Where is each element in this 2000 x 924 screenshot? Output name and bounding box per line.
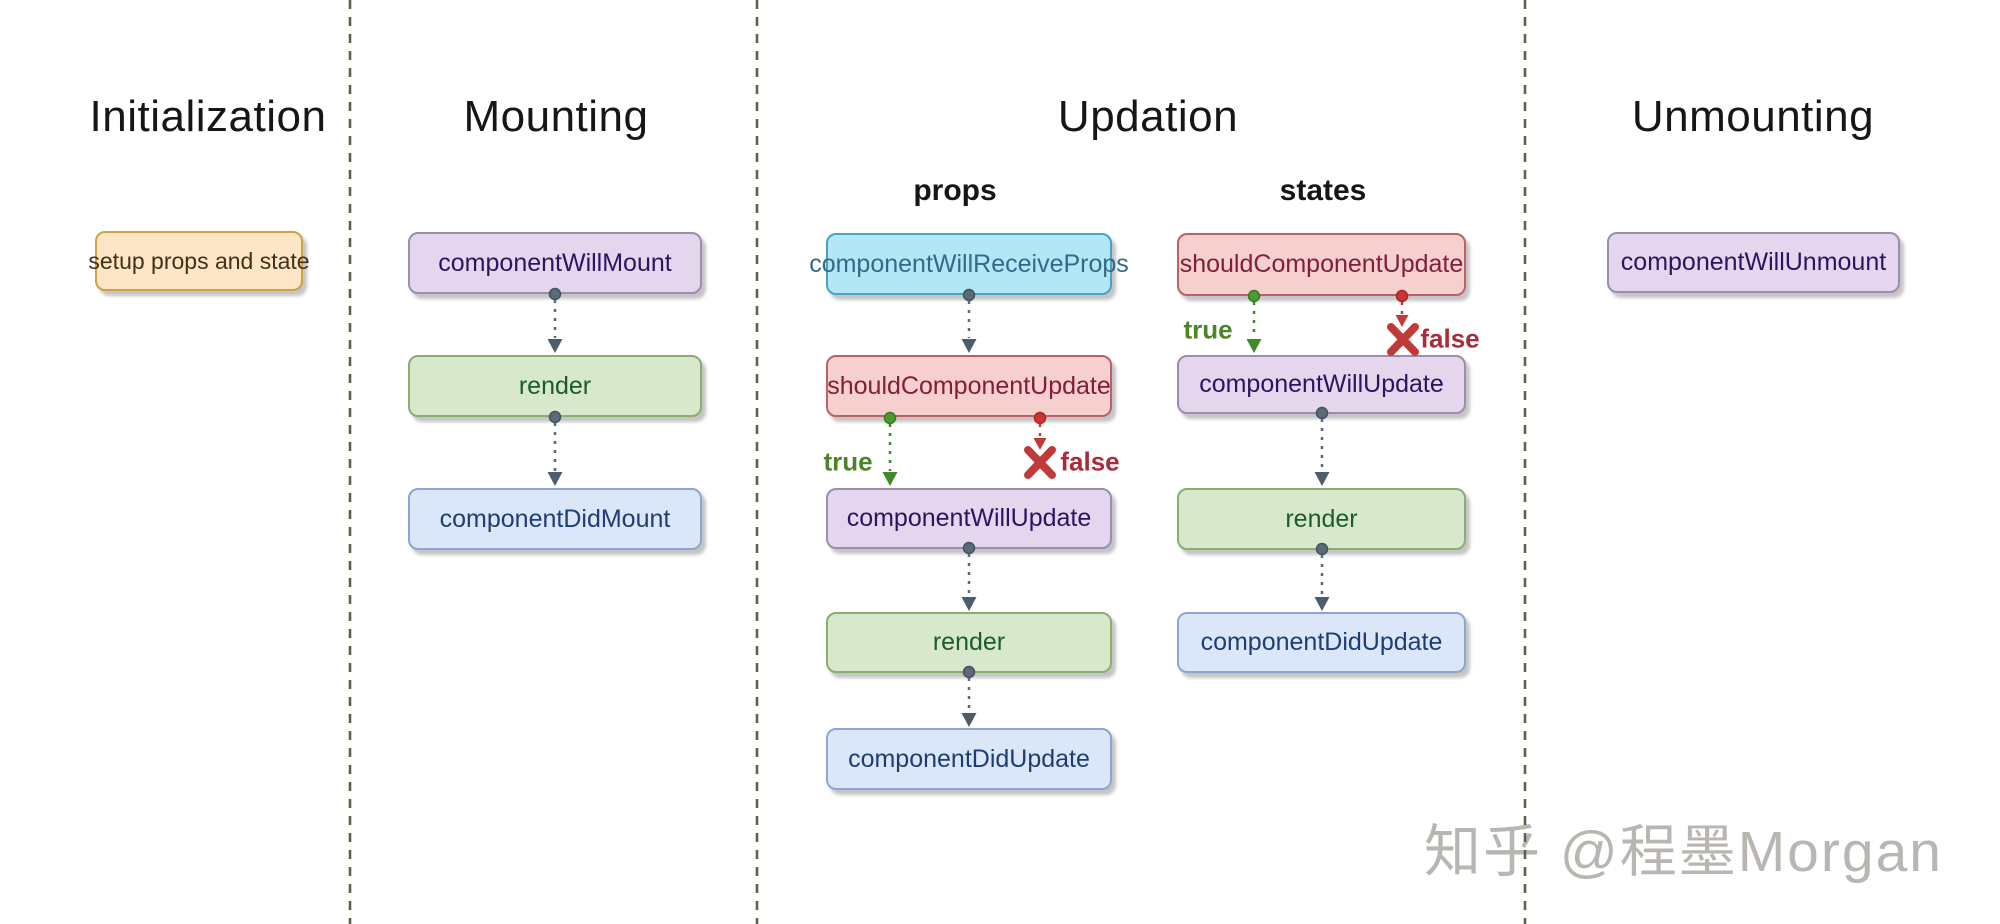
arrow-render-to-didmount [547, 410, 563, 486]
node-label: componentWillUpdate [846, 504, 1092, 532]
node-states-should-component-update: shouldComponentUpdate [1177, 233, 1466, 296]
watermark: 知乎 @程墨Morgan [1424, 820, 1943, 884]
node-props-render: render [826, 612, 1112, 673]
node-label: componentDidUpdate [1200, 628, 1443, 656]
subcolumn-title-states: states [1279, 174, 1367, 207]
node-component-did-mount: componentDidMount [408, 488, 702, 550]
props-true-label: true [823, 446, 873, 477]
node-states-component-will-update: componentWillUpdate [1177, 355, 1466, 414]
node-label: shouldComponentUpdate [827, 371, 1111, 400]
node-label: render [1285, 504, 1358, 533]
node-label: componentWillReceiveProps [809, 249, 1129, 278]
node-label: render [518, 371, 592, 400]
node-setup-props-and-state: setup props and state [88, 231, 310, 291]
false-x-icon [1024, 446, 1056, 479]
props-false-label: false [1060, 446, 1120, 477]
node-props-should-component-update: shouldComponentUpdate [826, 355, 1112, 417]
arrow-states-true-branch [1246, 289, 1262, 353]
arrow-props-true-branch [882, 411, 898, 486]
arrow-willmount-to-render [547, 287, 563, 353]
states-true-label: true [1183, 314, 1233, 345]
node-label: componentWillUpdate [1199, 370, 1444, 398]
arrow-props-false-branch [1033, 411, 1047, 450]
column-title-unmounting: Unmounting [1631, 92, 1875, 141]
column-title-mounting: Mounting [463, 92, 649, 141]
node-label: shouldComponentUpdate [1179, 250, 1464, 278]
false-x-icon [1387, 323, 1419, 356]
node-label: componentDidMount [439, 504, 671, 533]
node-label: componentWillMount [438, 248, 672, 277]
node-component-will-receive-props: componentWillReceiveProps [809, 233, 1129, 295]
arrow-receiveprops-to-shouldupdate [961, 288, 977, 353]
node-label: setup props and state [88, 247, 310, 274]
column-title-updation: Updation [1057, 92, 1239, 141]
node-props-component-will-update: componentWillUpdate [826, 488, 1112, 549]
node-label: componentDidUpdate [848, 744, 1090, 773]
node-label: componentWillUnmount [1620, 248, 1887, 276]
node-states-render: render [1177, 488, 1466, 550]
node-label: render [932, 628, 1006, 656]
column-title-initialization: Initialization [89, 92, 327, 141]
arrow-props-render-to-didupdate [961, 665, 977, 727]
node-mounting-render: render [408, 355, 702, 417]
arrow-states-render-to-didupdate [1314, 542, 1330, 611]
arrow-props-willupdate-to-render [961, 541, 977, 611]
node-props-component-did-update: componentDidUpdate [826, 728, 1112, 790]
node-component-will-unmount: componentWillUnmount [1607, 232, 1900, 293]
states-false-label: false [1420, 323, 1480, 354]
subcolumn-title-props: props [913, 174, 997, 207]
node-states-component-did-update: componentDidUpdate [1177, 612, 1466, 673]
node-component-will-mount: componentWillMount [408, 232, 702, 294]
arrow-states-willupdate-to-render [1314, 406, 1330, 486]
